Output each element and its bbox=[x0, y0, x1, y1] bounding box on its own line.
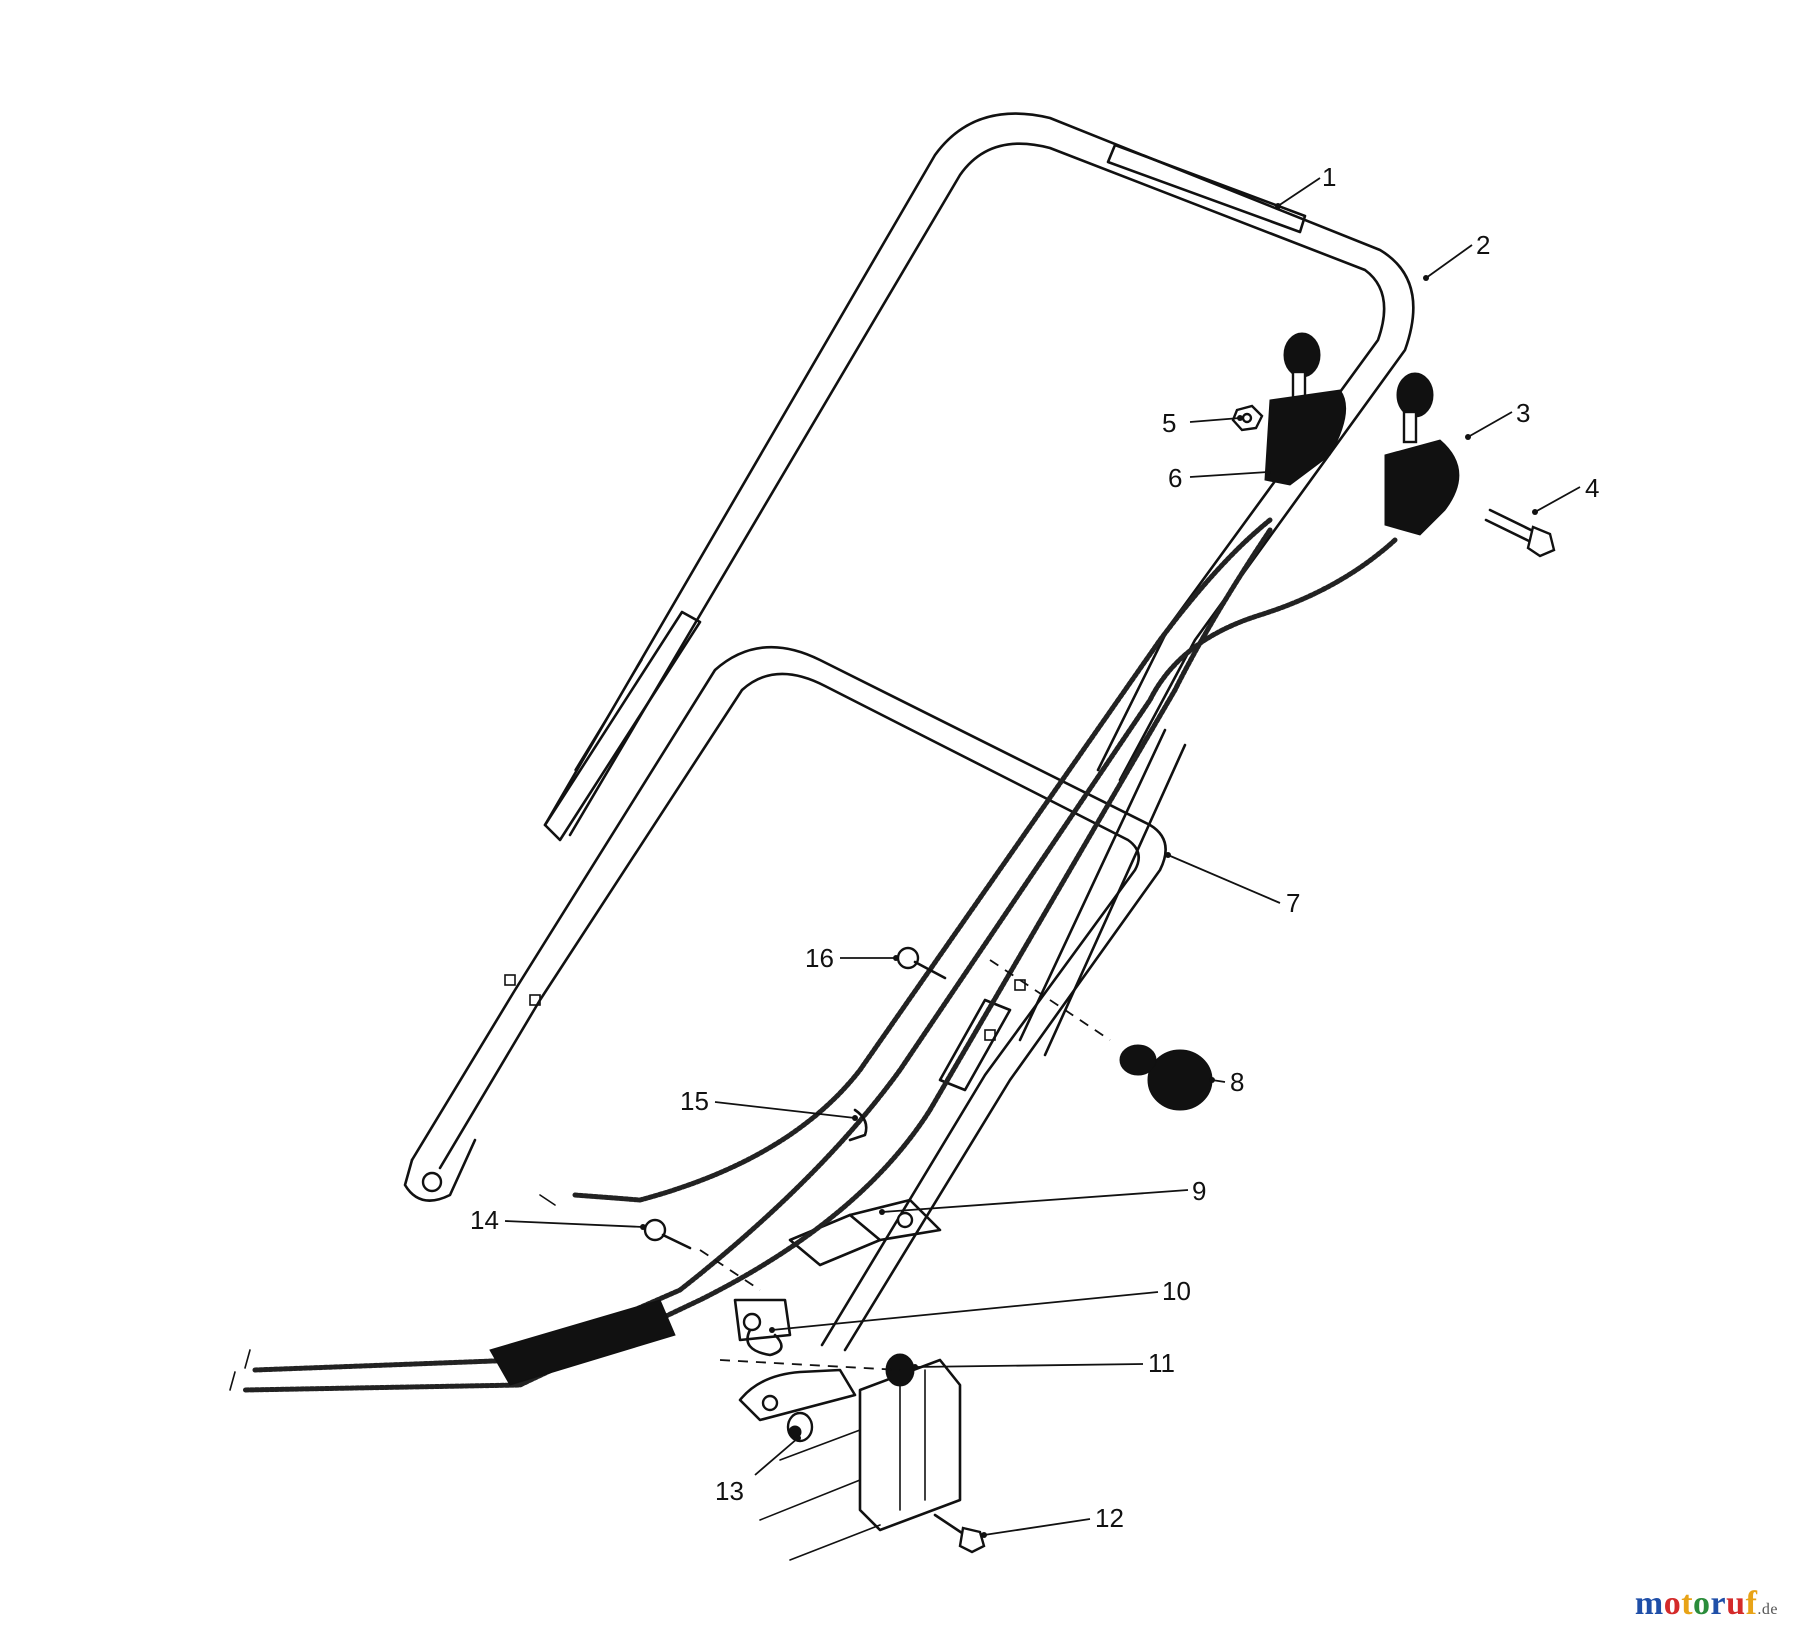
lower-handle bbox=[403, 645, 1167, 1352]
callout-7: 7 bbox=[1286, 888, 1300, 918]
bolt-12 bbox=[933, 1513, 986, 1554]
watermark-letter: f bbox=[1745, 1585, 1758, 1622]
callout-15: 15 bbox=[680, 1086, 709, 1116]
callout-12: 12 bbox=[1095, 1503, 1124, 1533]
upper-handle bbox=[543, 112, 1415, 842]
leaders bbox=[504, 177, 1581, 1538]
watermark-letter: o bbox=[1693, 1585, 1711, 1622]
callout-4: 4 bbox=[1585, 473, 1599, 503]
watermark-letter: u bbox=[1726, 1585, 1746, 1622]
carriage-bolt-14 bbox=[643, 1218, 761, 1291]
callout-10: 10 bbox=[1162, 1276, 1191, 1306]
watermark-suffix: .de bbox=[1757, 1601, 1778, 1618]
choke-control bbox=[1384, 372, 1460, 536]
watermark-text: motoruf bbox=[1635, 1585, 1758, 1622]
right-handle-tube bbox=[938, 728, 1187, 1092]
deck-mount bbox=[733, 1198, 962, 1561]
control-bolt bbox=[1484, 508, 1556, 558]
callout-11: 11 bbox=[1148, 1348, 1175, 1378]
callout-13: 13 bbox=[715, 1476, 744, 1506]
hairpin-clip bbox=[719, 1328, 901, 1371]
knob-13 bbox=[786, 1411, 814, 1443]
throttle-control bbox=[1264, 332, 1347, 486]
callout-labels: 1 2 3 4 5 6 7 8 9 10 11 12 13 14 15 16 bbox=[470, 162, 1599, 1533]
cable-clip bbox=[848, 1108, 868, 1142]
callout-3: 3 bbox=[1516, 398, 1530, 428]
callout-1: 1 bbox=[1322, 162, 1336, 192]
callout-14: 14 bbox=[470, 1205, 499, 1235]
watermark-letter: o bbox=[1663, 1585, 1682, 1622]
handle-knob bbox=[989, 959, 1213, 1111]
watermark-letter: m bbox=[1634, 1585, 1664, 1622]
control-cables bbox=[229, 517, 1398, 1393]
carriage-bolt-16 bbox=[896, 946, 947, 980]
watermark-logo: motoruf.de bbox=[1635, 1585, 1778, 1623]
callout-9: 9 bbox=[1192, 1176, 1206, 1206]
callout-5: 5 bbox=[1162, 408, 1176, 438]
watermark-letter: r bbox=[1710, 1585, 1727, 1622]
callout-2: 2 bbox=[1476, 230, 1490, 260]
callout-16: 16 bbox=[805, 943, 834, 973]
callout-6: 6 bbox=[1168, 463, 1182, 493]
callout-8: 8 bbox=[1230, 1067, 1244, 1097]
watermark-letter: t bbox=[1681, 1585, 1694, 1622]
